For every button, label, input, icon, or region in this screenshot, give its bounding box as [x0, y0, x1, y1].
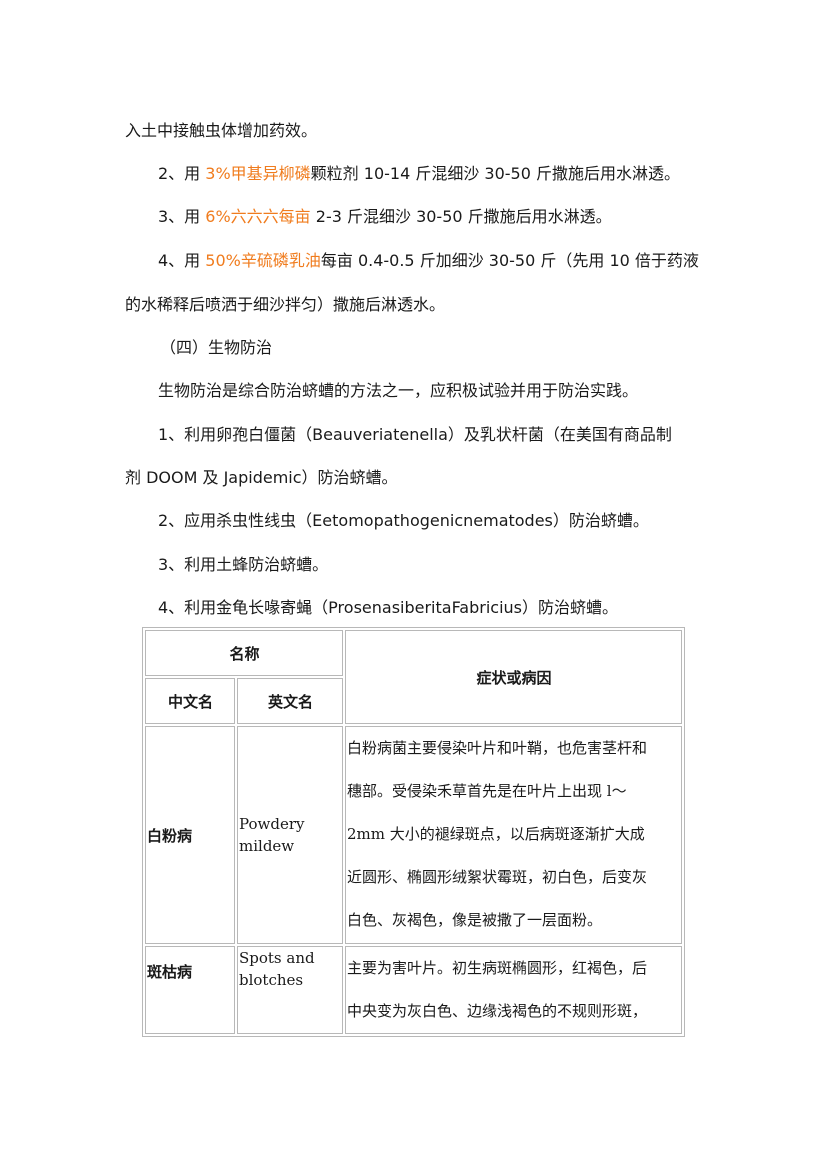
paragraph-2-suffix: 颗粒剂 10-14 斤混细沙 30-50 斤撒施后用水淋透。 [310, 164, 681, 183]
paragraph-6: 生物防治是综合防治蛴螬的方法之一，应积极试验并用于防治实践。 [158, 381, 639, 400]
pesticide-link-1[interactable]: 3%甲基异柳磷 [205, 164, 311, 183]
symptom-line: 中央变为灰白色、边缘浅褐色的不规则形斑， [347, 1002, 648, 1020]
table-row: 斑枯病 Spots and blotches 主要为害叶片。初生病斑椭圆形，红褐… [145, 946, 682, 1034]
paragraph-4-continued: 的水稀释后喷洒于细沙拌匀）撒施后淋透水。 [125, 295, 446, 314]
disease-chinese-name: 斑枯病 [145, 946, 235, 1034]
pesticide-link-2[interactable]: 6%六六六每亩 [205, 207, 311, 226]
paragraph-7: 1、利用卵孢白僵菌（Beauveriatenella）及乳状杆菌（在美国有商品制 [158, 425, 672, 444]
paragraph-9: 3、利用土蜂防治蛴螬。 [158, 555, 329, 574]
symptom-line: 白粉病菌主要侵染叶片和叶鞘，也危害茎杆和 [347, 739, 648, 757]
paragraph-2-prefix: 2、用 [158, 164, 206, 183]
paragraph-3-prefix: 3、用 [158, 207, 206, 226]
header-english-name: 英文名 [237, 678, 343, 724]
disease-chinese-name: 白粉病 [145, 726, 235, 944]
paragraph-7-continued: 剂 DOOM 及 Japidemic）防治蛴螬。 [125, 468, 398, 487]
disease-english-name: Powdery mildew [237, 726, 343, 944]
pesticide-link-3[interactable]: 50%辛硫磷乳油 [205, 251, 321, 270]
paragraph-10: 4、利用金龟长喙寄蝇（ProsenasiberitaFabricius）防治蛴螬… [158, 598, 619, 617]
header-name: 名称 [145, 630, 343, 676]
disease-symptom: 主要为害叶片。初生病斑椭圆形，红褐色，后 中央变为灰白色、边缘浅褐色的不规则形斑… [345, 946, 682, 1034]
symptom-line: 近圆形、椭圆形绒絮状霉斑，初白色，后变灰 [347, 868, 648, 886]
paragraph-4: 4、用 50%辛硫磷乳油每亩 0.4-0.5 斤加细沙 30-50 斤（先用 1… [158, 239, 743, 282]
paragraph-4-suffix: 每亩 0.4-0.5 斤加细沙 30-50 斤（先用 10 倍于药液 [320, 251, 699, 270]
header-chinese-name: 中文名 [145, 678, 235, 724]
disease-english-name: Spots and blotches [237, 946, 343, 1034]
paragraph-3-suffix: 2-3 斤混细沙 30-50 斤撒施后用水淋透。 [310, 207, 612, 226]
disease-table: 名称 症状或病因 中文名 英文名 白粉病 Powdery mildew 白粉病菌… [142, 627, 685, 1037]
paragraph-1: 入土中接触虫体增加药效。 [125, 121, 318, 140]
symptom-line: 2mm 大小的褪绿斑点，以后病斑逐渐扩大成 [347, 825, 645, 843]
section-heading-biological-control: （四）生物防治 [160, 338, 273, 357]
paragraph-2: 2、用 3%甲基异柳磷颗粒剂 10-14 斤混细沙 30-50 斤撒施后用水淋透… [158, 152, 743, 195]
symptom-line: 白色、灰褐色，像是被撒了一层面粉。 [347, 911, 603, 929]
disease-symptom: 白粉病菌主要侵染叶片和叶鞘，也危害茎杆和 穗部。受侵染禾草首先是在叶片上出现 l… [345, 726, 682, 944]
paragraph-8: 2、应用杀虫性线虫（Eetomopathogenicnematodes）防治蛴螬… [158, 511, 649, 530]
paragraph-3: 3、用 6%六六六每亩 2-3 斤混细沙 30-50 斤撒施后用水淋透。 [158, 195, 743, 238]
symptom-line: 主要为害叶片。初生病斑椭圆形，红褐色，后 [347, 959, 648, 977]
paragraph-4-prefix: 4、用 [158, 251, 206, 270]
header-symptom: 症状或病因 [345, 630, 682, 724]
table-row: 白粉病 Powdery mildew 白粉病菌主要侵染叶片和叶鞘，也危害茎杆和 … [145, 726, 682, 944]
symptom-line: 穗部。受侵染禾草首先是在叶片上出现 l～ [347, 782, 627, 800]
